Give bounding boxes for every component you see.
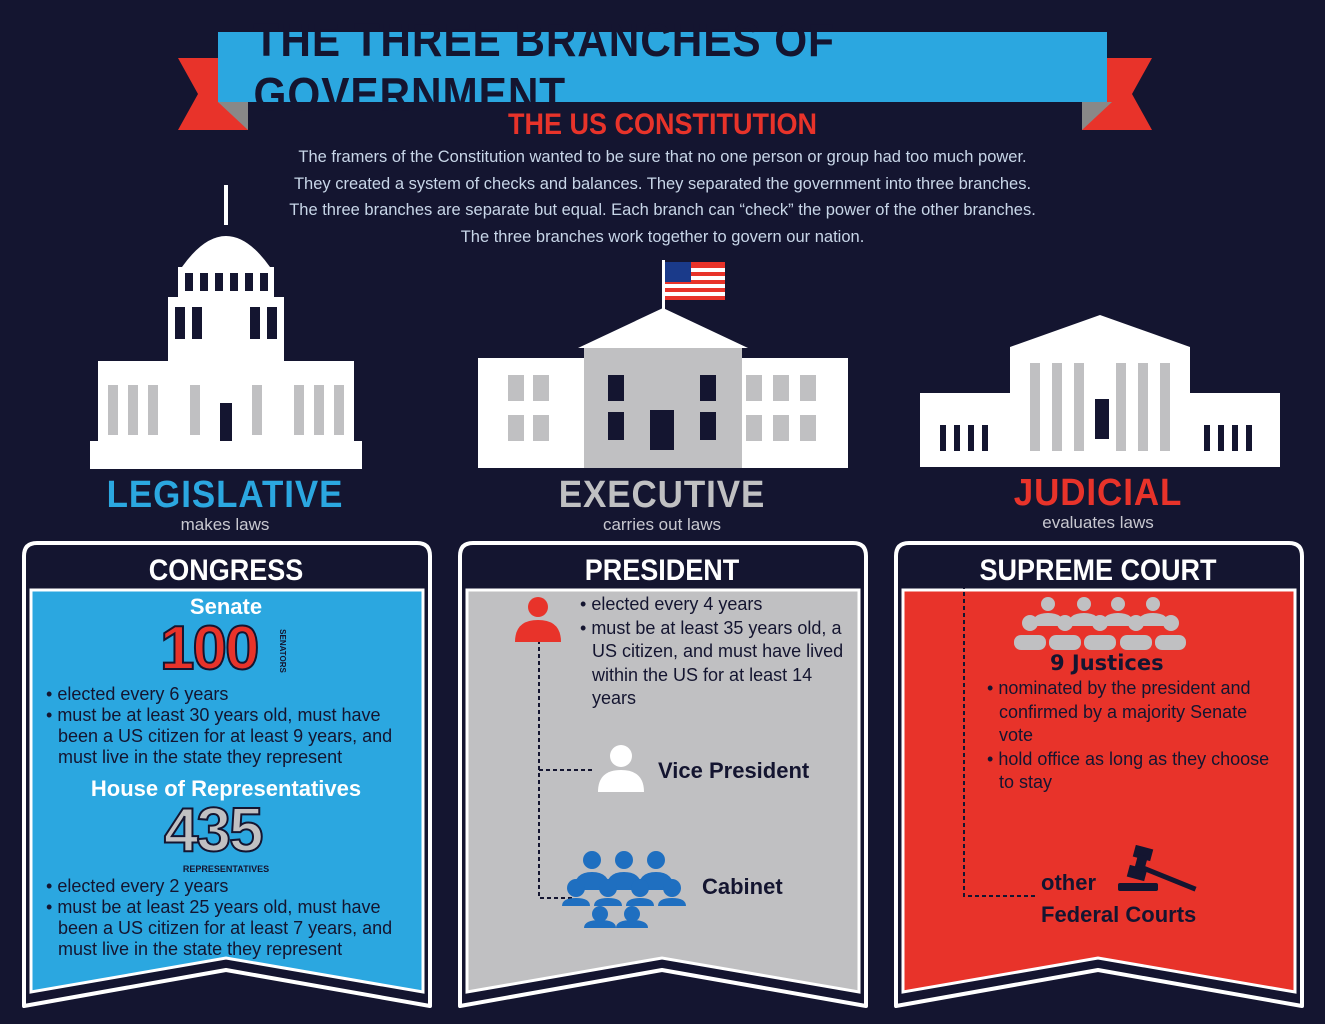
branch-desc: carries out laws	[602, 515, 722, 534]
court-bullets: • nominated by the president and confirm…	[987, 677, 1277, 795]
bullet: • elected every 2 years	[46, 876, 229, 896]
branch-executive: EXECUTIVE carries out laws	[482, 474, 842, 535]
branch-judicial: JUDICIAL evaluates laws	[918, 472, 1278, 533]
bullet: • elected every 6 years	[46, 684, 229, 704]
bullet: • must be at least 30 years old, must ha…	[46, 705, 393, 767]
intro-line: They created a system of checks and bala…	[293, 174, 1032, 193]
branch-desc: evaluates laws	[1042, 513, 1154, 532]
vice-president-label: Vice President	[658, 758, 810, 783]
branch-name: LEGISLATIVE	[106, 474, 344, 516]
intro-line: The framers of the Constitution wanted t…	[298, 148, 1027, 166]
branch-name: JUDICIAL	[1013, 472, 1183, 514]
intro-line: The three branches are separate but equa…	[289, 201, 1036, 219]
intro-text: The framers of the Constitution wanted t…	[0, 144, 1325, 250]
president-person-icon	[515, 597, 561, 642]
cabinet-group-icon	[562, 851, 686, 928]
senate-count-label: SENATORS	[277, 629, 287, 673]
gavel-icon	[1118, 845, 1197, 892]
subtitle: THE US CONSTITUTION	[507, 108, 818, 141]
house-count: 435	[163, 796, 264, 865]
president-bullets: • elected every 4 years • must be at lea…	[580, 593, 850, 711]
other-label: other	[1041, 870, 1096, 895]
capitol-building-icon	[90, 185, 362, 469]
white-house-icon	[478, 260, 848, 468]
justices-group-icon	[1014, 597, 1186, 650]
house-bullets: • elected every 2 years • must be at lea…	[46, 876, 418, 960]
congress-title: CONGRESS	[148, 554, 304, 587]
cabinet-label: Cabinet	[702, 874, 783, 899]
house-count-label: REPRESENTATIVES	[182, 864, 270, 874]
vice-president-person-icon	[598, 745, 644, 792]
senate-bullets: • elected every 6 years • must be at lea…	[46, 684, 418, 768]
bullet: • elected every 4 years	[580, 594, 763, 614]
branch-legislative: LEGISLATIVE makes laws	[45, 474, 405, 535]
title-banner: THE THREE BRANCHES OF GOVERNMENT	[218, 14, 1107, 120]
branch-desc: makes laws	[180, 515, 270, 534]
senate-count: 100	[159, 614, 260, 683]
president-title: PRESIDENT	[584, 554, 740, 587]
page-title: THE THREE BRANCHES OF GOVERNMENT	[253, 14, 835, 120]
federal-courts-label: Federal Courts	[1041, 902, 1197, 927]
intro-line: The three branches work together to gove…	[460, 227, 865, 246]
senate-heading: Senate	[189, 594, 263, 619]
bullet: • hold office as long as they choose to …	[987, 748, 1270, 793]
branch-name: EXECUTIVE	[558, 474, 766, 516]
supreme-court-building-icon	[920, 315, 1280, 467]
bullet: • must be at least 25 years old, must ha…	[46, 897, 393, 959]
bullet: • nominated by the president and confirm…	[987, 678, 1251, 745]
house-heading: House of Representatives	[90, 776, 362, 801]
supreme-court-title: SUPREME COURT	[979, 554, 1217, 587]
justices-count: 9 Justices	[1050, 651, 1164, 675]
bullet: • must be at least 35 years old, a US ci…	[580, 617, 844, 709]
